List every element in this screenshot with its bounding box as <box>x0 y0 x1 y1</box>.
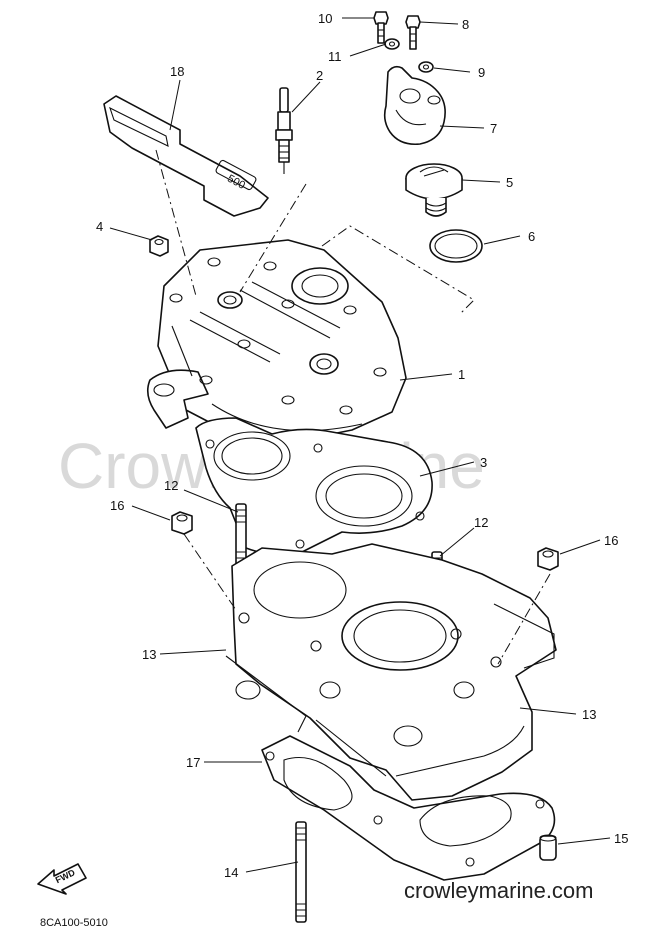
callout-13-right: 13 <box>582 707 596 722</box>
assembly-line-plug-to-head <box>239 183 307 293</box>
callout-3: 3 <box>480 455 487 470</box>
callout-18: 18 <box>170 64 184 79</box>
callout-2: 2 <box>316 68 323 83</box>
site-label: crowleymarine.com <box>404 878 594 903</box>
part-nut-4 <box>149 235 169 257</box>
callout-16-left: 16 <box>110 498 124 513</box>
part-washer-11 <box>384 38 400 50</box>
callout-labels: 10 8 11 9 18 2 7 5 4 6 1 3 12 16 12 16 1… <box>96 11 628 880</box>
callout-16-right: 16 <box>604 533 618 548</box>
assembly-line-nut16-left <box>183 533 237 611</box>
assembly-line-nut16-right <box>497 573 551 665</box>
part-nut-16-right <box>537 547 559 571</box>
assembly-line-cover-to-head <box>155 149 197 297</box>
callout-10: 10 <box>318 11 332 26</box>
callout-12-left: 12 <box>164 478 178 493</box>
part-cylinder-head-1 <box>146 239 407 443</box>
part-oring-6 <box>429 229 483 263</box>
part-nut-16-left <box>171 511 193 535</box>
part-base-gasket-17 <box>261 735 556 881</box>
callout-5: 5 <box>506 175 513 190</box>
assembly-line-thermostat <box>321 225 475 315</box>
part-head-cover-18: 500 <box>103 95 269 217</box>
callout-17: 17 <box>186 755 200 770</box>
callout-1: 1 <box>458 367 465 382</box>
callout-11: 11 <box>328 49 342 64</box>
part-stud-14 <box>295 821 307 923</box>
callout-9: 9 <box>478 65 485 80</box>
part-cylinder-block-13 <box>225 543 557 801</box>
part-bolt-8 <box>405 15 421 50</box>
leader-lines <box>109 17 611 873</box>
callout-8: 8 <box>462 17 469 32</box>
callout-14: 14 <box>224 865 238 880</box>
diagram-code: 8CA100-5010 <box>40 917 108 929</box>
callout-6: 6 <box>528 229 535 244</box>
part-spark-plug-2 <box>275 87 293 174</box>
part-washer-9 <box>418 61 434 73</box>
callout-4: 4 <box>96 219 103 234</box>
part-dowel-15 <box>539 834 557 861</box>
part-head-gasket-3 <box>195 417 433 556</box>
part-thermostat-5 <box>405 163 463 217</box>
callout-13-left: 13 <box>142 647 156 662</box>
part-bolt-10 <box>373 11 389 44</box>
part-thermostat-cover-7 <box>383 65 446 146</box>
callout-12-right: 12 <box>474 515 488 530</box>
callout-7: 7 <box>490 121 497 136</box>
callout-15: 15 <box>614 831 628 846</box>
fwd-arrow-icon: FWD <box>37 863 87 895</box>
